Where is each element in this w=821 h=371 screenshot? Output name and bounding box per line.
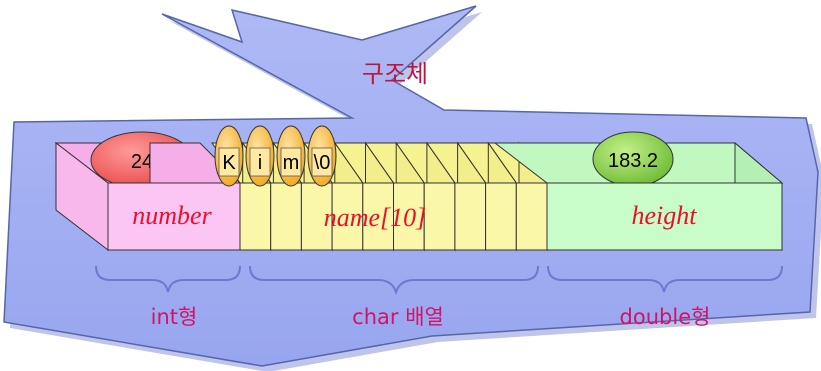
double-brace: [547, 265, 783, 293]
char-value: i: [258, 152, 262, 174]
char-brace: [249, 265, 539, 296]
char-type-label: char 배열: [352, 305, 444, 329]
char-cell: [239, 182, 272, 251]
char-value: \0: [314, 152, 331, 174]
double-type-label: double형: [620, 305, 711, 329]
char-cell: [485, 182, 517, 251]
double-member-box: 183.2 height: [493, 131, 784, 252]
char-value-slot: [218, 147, 240, 177]
char-cell: [331, 182, 364, 251]
char-cell: [300, 182, 333, 251]
name-field-label: name[10]: [324, 203, 427, 232]
char-cell: [423, 182, 456, 251]
int-brace: [95, 265, 241, 293]
char-cell: [393, 182, 425, 251]
number-value: 24: [131, 151, 153, 173]
char-value-slot: [249, 147, 271, 177]
number-field-label: number: [132, 201, 212, 230]
char-cell: [515, 182, 548, 251]
char-cell: [270, 182, 302, 251]
char-value: K: [222, 152, 236, 174]
height-field-label: height: [632, 201, 698, 230]
char-value: m: [283, 152, 300, 174]
char-cell: [454, 182, 487, 251]
char-cell: [362, 182, 394, 251]
char-value-slot: [311, 147, 333, 177]
int-type-label: int형: [151, 305, 198, 329]
char-value-slot: [280, 147, 302, 177]
struct-title: 구조체: [362, 60, 428, 88]
height-value: 183.2: [608, 150, 658, 172]
